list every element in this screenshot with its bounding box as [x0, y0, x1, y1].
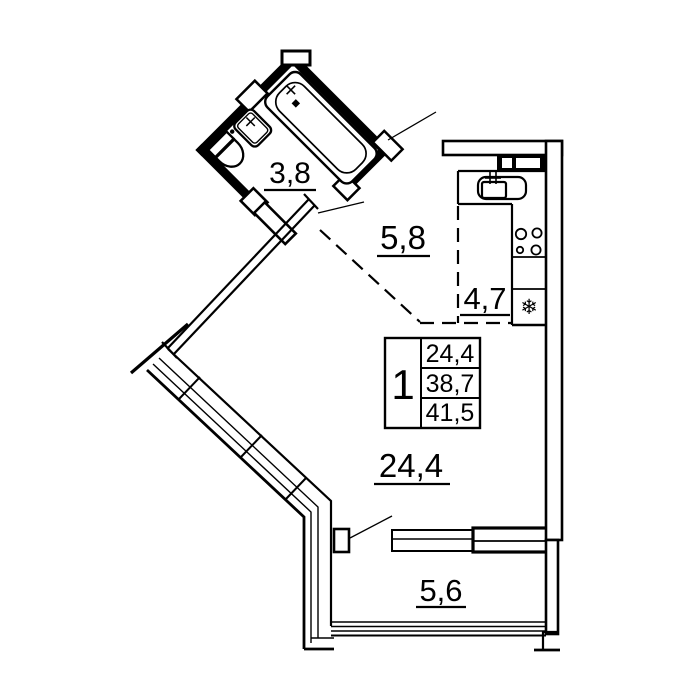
- right-wall: [544, 139, 564, 542]
- apartment-info-box: 1 24,4 38,7 41,5: [383, 336, 482, 430]
- bathtub-icon: [264, 70, 378, 185]
- vent-duct: [497, 154, 545, 171]
- kitchen-sink-icon: [476, 172, 528, 201]
- balcony-window-2: [471, 526, 549, 554]
- room-label-balcony: 5,6: [416, 573, 466, 609]
- top-wall: [441, 139, 564, 157]
- partition-wall: [161, 193, 319, 359]
- balcony-right-wall: [544, 538, 560, 636]
- room-label-living: 24,4: [374, 447, 450, 486]
- living-area-value: 24,4: [379, 447, 443, 484]
- balcony-area-value: 5,6: [419, 573, 462, 608]
- bathroom-north-wall-stub: [280, 49, 312, 67]
- bathroom: [195, 52, 405, 246]
- bathroom-wall-cap-east: [371, 129, 405, 163]
- room-label-kitchen: 4,7: [460, 281, 510, 317]
- stove-icon: [514, 227, 543, 256]
- leader-lines: [317, 111, 437, 539]
- sink-icon: [233, 108, 273, 148]
- zone-boundary-dashed: [319, 206, 512, 325]
- room-label-bathroom: 3,8: [264, 157, 316, 192]
- room-label-hall: 5,8: [377, 219, 430, 258]
- bathroom-door: [238, 186, 298, 246]
- leader-partition: [317, 201, 365, 214]
- info-total-area: 41,5: [426, 399, 475, 427]
- kitchen-counter: [456, 169, 546, 327]
- leader-entry: [387, 111, 437, 141]
- bathroom-wall-ne: [286, 52, 391, 157]
- balcony-glazing: [331, 621, 546, 637]
- info-room-count: 1: [391, 361, 414, 408]
- toilet-icon: [206, 129, 245, 168]
- hall-area-value: 5,8: [380, 219, 426, 256]
- bathroom-wall-sw: [195, 143, 250, 199]
- neighbor-wall-edge: [129, 322, 190, 375]
- info-apartment-area: 38,7: [426, 370, 475, 398]
- balcony-right-footing: [534, 630, 560, 652]
- bathroom-area-value: 3,8: [269, 157, 311, 190]
- info-living-area: 24,4: [426, 340, 475, 368]
- balcony-window-1: [391, 529, 474, 552]
- kitchen-area-value: 4,7: [463, 281, 506, 316]
- balcony-partition: [332, 526, 549, 554]
- balcony-pillar: [332, 527, 351, 554]
- bathroom-wall-cap-nw: [234, 78, 270, 114]
- leader-balcony-pillar: [349, 515, 393, 539]
- facade-window-band: [146, 348, 334, 651]
- fridge-snowflake-icon: ❄: [520, 295, 538, 319]
